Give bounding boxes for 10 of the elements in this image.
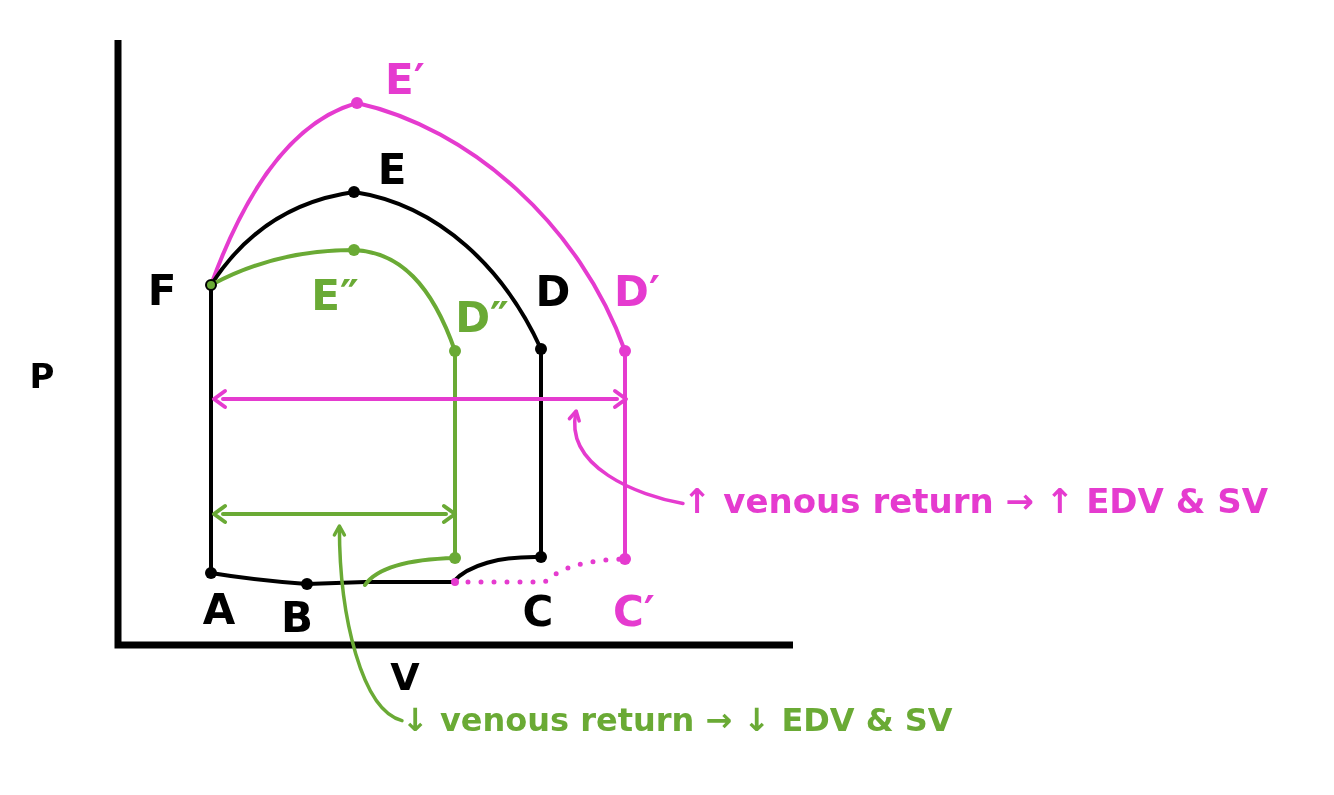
annotation-text: ↓ venous return → ↓ EDV & SV [402, 703, 953, 739]
point-label: C [522, 588, 554, 636]
point-label: E′ [385, 56, 425, 104]
axis-label: P [29, 358, 55, 396]
point-label: A [202, 586, 236, 634]
point-label: F [147, 267, 177, 315]
point-label: C′ [613, 588, 655, 636]
point-label: B [281, 594, 313, 642]
annotation-text: ↑ venous return → ↑ EDV & SV [683, 483, 1269, 521]
axis-label: V [390, 657, 420, 699]
